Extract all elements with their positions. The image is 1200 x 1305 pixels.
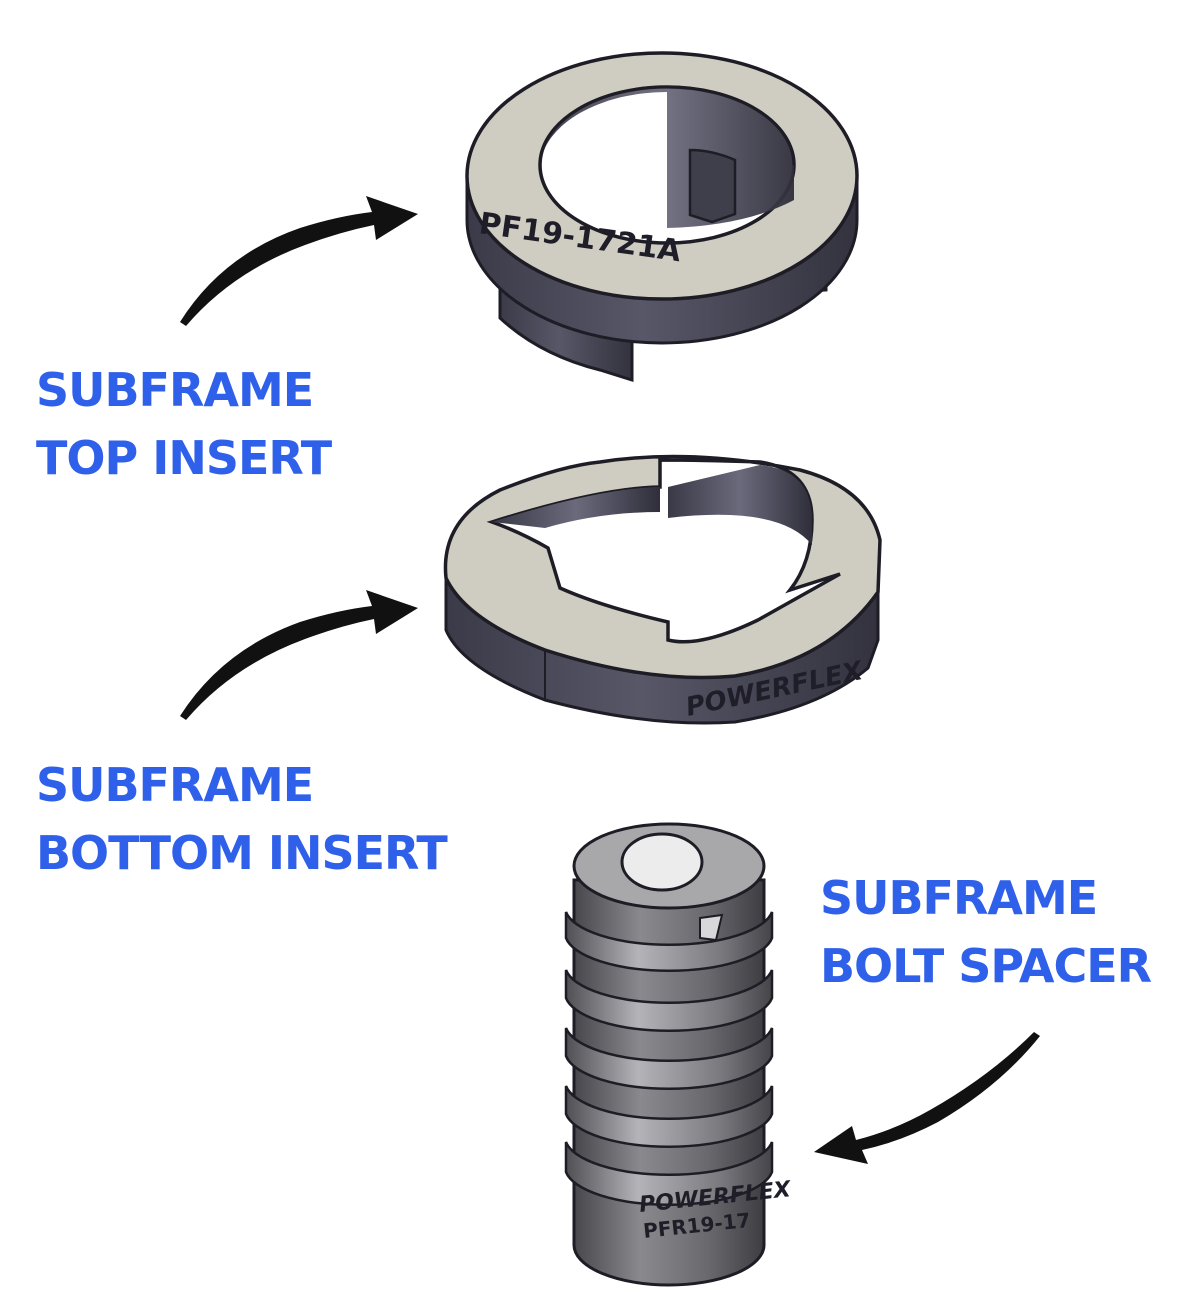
bolt-spacer-hole [620, 832, 704, 892]
bolt-spacer-rib [564, 1141, 774, 1206]
bottom-insert-bore-right [668, 465, 812, 545]
top-insert-part: PF19-1721A [465, 51, 859, 383]
label-subframe-top-insert: SUBFRAME TOP INSERT [36, 356, 332, 492]
bolt-spacer-rib [564, 911, 774, 972]
arrow-to-top-insert [180, 196, 418, 326]
label-subframe-bolt-spacer: SUBFRAME BOLT SPACER [820, 864, 1152, 1000]
label-subframe-bottom-insert: SUBFRAME BOTTOM INSERT [36, 751, 448, 887]
label-line: SUBFRAME [36, 758, 314, 812]
bolt-spacer-ribs [564, 911, 774, 1206]
bolt-spacer-rib [564, 1027, 774, 1090]
label-line: TOP INSERT [36, 431, 332, 485]
label-line: BOTTOM INSERT [36, 826, 448, 880]
arrows [180, 196, 1040, 1164]
label-line: BOLT SPACER [820, 939, 1152, 993]
top-insert-bore-key [688, 148, 737, 224]
arrow-to-bottom-insert [180, 590, 418, 720]
bottom-insert-part: POWERFLEX [443, 454, 882, 725]
arrow-to-bolt-spacer [814, 1032, 1040, 1164]
bottom-insert-bore-left [492, 487, 660, 528]
top-insert-bore-edge [538, 85, 796, 166]
label-line: SUBFRAME [36, 363, 314, 417]
bolt-spacer-notch [699, 913, 724, 942]
bolt-spacer-part: POWERFLEX PFR19-17 [564, 822, 793, 1287]
bolt-spacer-rib [564, 969, 774, 1032]
label-line: SUBFRAME [820, 871, 1098, 925]
bolt-spacer-rib [564, 1085, 774, 1148]
